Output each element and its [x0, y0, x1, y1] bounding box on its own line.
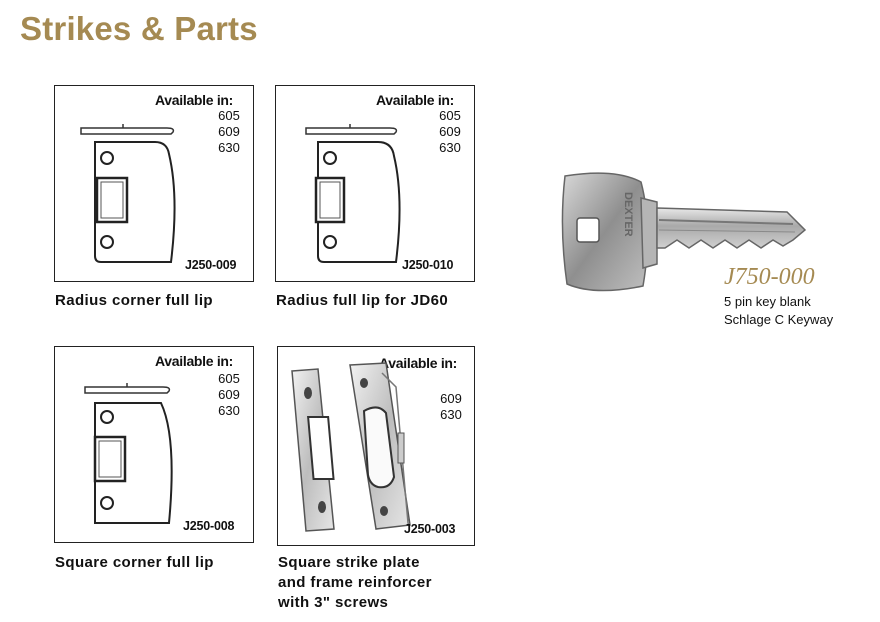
finish-list: 609 630: [436, 391, 466, 423]
available-label: Available in:: [155, 92, 234, 108]
caption-line: and frame reinforcer: [278, 574, 432, 591]
part-caption: Square corner full lip: [55, 553, 214, 573]
finish-list: 605 609 630: [435, 108, 465, 156]
finish-code: 630: [439, 140, 461, 155]
part-caption: Radius full lip for JD60: [276, 291, 448, 311]
finish-code: 609: [440, 391, 462, 406]
finish-code: 605: [218, 108, 240, 123]
part-number: J250-009: [185, 258, 237, 272]
finish-code: 630: [218, 403, 240, 418]
part-caption: Square strike plate and frame reinforcer…: [278, 553, 432, 613]
finish-code: 609: [218, 387, 240, 402]
finish-list: 605 609 630: [214, 371, 244, 419]
finish-code: 630: [218, 140, 240, 155]
key-description-line: 5 pin key blank: [724, 294, 811, 309]
caption-line: Square corner full lip: [55, 554, 214, 571]
caption-line: with 3" screws: [278, 594, 389, 611]
caption-line: Square strike plate: [278, 554, 420, 571]
part-number: J250-003: [404, 522, 456, 536]
part-caption: Radius corner full lip: [55, 291, 213, 311]
caption-line: Radius corner full lip: [55, 292, 213, 309]
part-card-j250-008: Available in: 605 609 630 J250-008: [54, 346, 254, 543]
radius-strike-plate-icon: [80, 124, 176, 263]
finish-code: 605: [218, 371, 240, 386]
available-label: Available in:: [155, 353, 234, 369]
available-label: Available in:: [379, 355, 458, 371]
part-number: J250-008: [183, 519, 235, 533]
part-card-j250-010: Available in: 605 609 630 J250-010: [275, 85, 475, 282]
finish-code: 609: [218, 124, 240, 139]
key-description-line: Schlage C Keyway: [724, 312, 834, 327]
strike-plate-and-reinforcer-icon: [291, 362, 411, 532]
part-number: J250-010: [402, 258, 454, 272]
finish-list: 605 609 630: [214, 108, 244, 156]
part-card-j250-003: Available in: 609 630 J250-003: [277, 346, 475, 546]
square-strike-plate-icon: [84, 383, 173, 524]
page-title: Strikes & Parts: [20, 10, 258, 47]
key-part-number: J750-000: [724, 264, 815, 290]
part-card-j250-009: Available in: 605 609 630 J250-009: [54, 85, 254, 282]
finish-code: 605: [439, 108, 461, 123]
key-brand-text: DEXTER: [622, 192, 634, 237]
available-label: Available in:: [376, 92, 455, 108]
key-blank-icon: DEXTER: [561, 172, 807, 292]
finish-code: 630: [440, 407, 462, 422]
caption-line: Radius full lip for JD60: [276, 292, 449, 309]
finish-code: 609: [439, 124, 461, 139]
radius-strike-plate-icon: [305, 124, 401, 263]
